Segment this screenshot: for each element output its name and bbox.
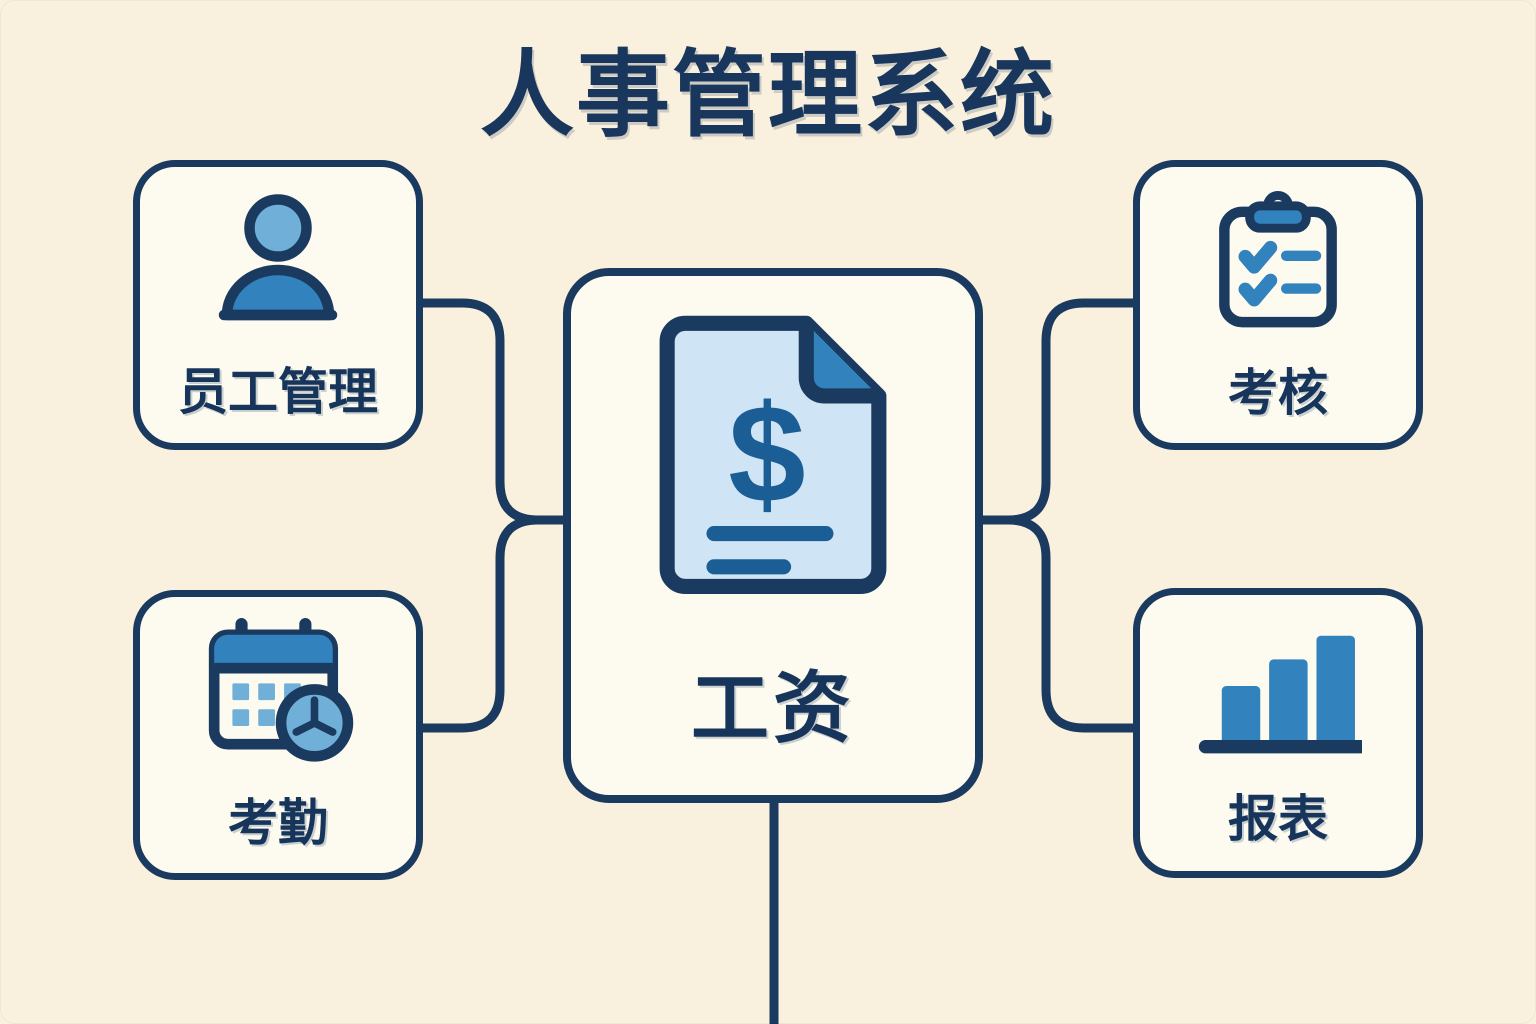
node-label-employee: 员工管理 [178,364,378,420]
node-label-review: 考核 [1228,365,1328,421]
bar-1 [1221,686,1261,746]
connector-employee-to-salary [418,298,568,525]
node-card-review[interactable]: 考核 [1133,160,1423,450]
page-title: 人事管理系统 [479,42,1056,147]
svg-text:$: $ [728,376,805,531]
node-card-report[interactable]: 报表 [1133,588,1423,878]
node-label-salary: 工资 [690,663,855,752]
person-icon [203,186,353,336]
connector-salary-to-report [978,515,1138,733]
clipboard-check-icon [1203,185,1353,337]
node-card-salary[interactable]: $ 工资 [563,268,983,803]
bar-chart-icon [1194,615,1362,763]
bar-2 [1269,659,1308,746]
salary-document-icon: $ [649,314,897,620]
bar-3 [1316,635,1355,746]
node-label-attendance: 考勤 [228,795,328,851]
node-card-attendance[interactable]: 考勤 [133,590,423,880]
node-card-employee[interactable]: 员工管理 [133,160,423,450]
connector-salary-to-review [978,298,1138,525]
connector-attendance-to-salary [418,515,568,733]
node-label-report: 报表 [1228,791,1328,847]
calendar-clock-icon [198,615,358,767]
